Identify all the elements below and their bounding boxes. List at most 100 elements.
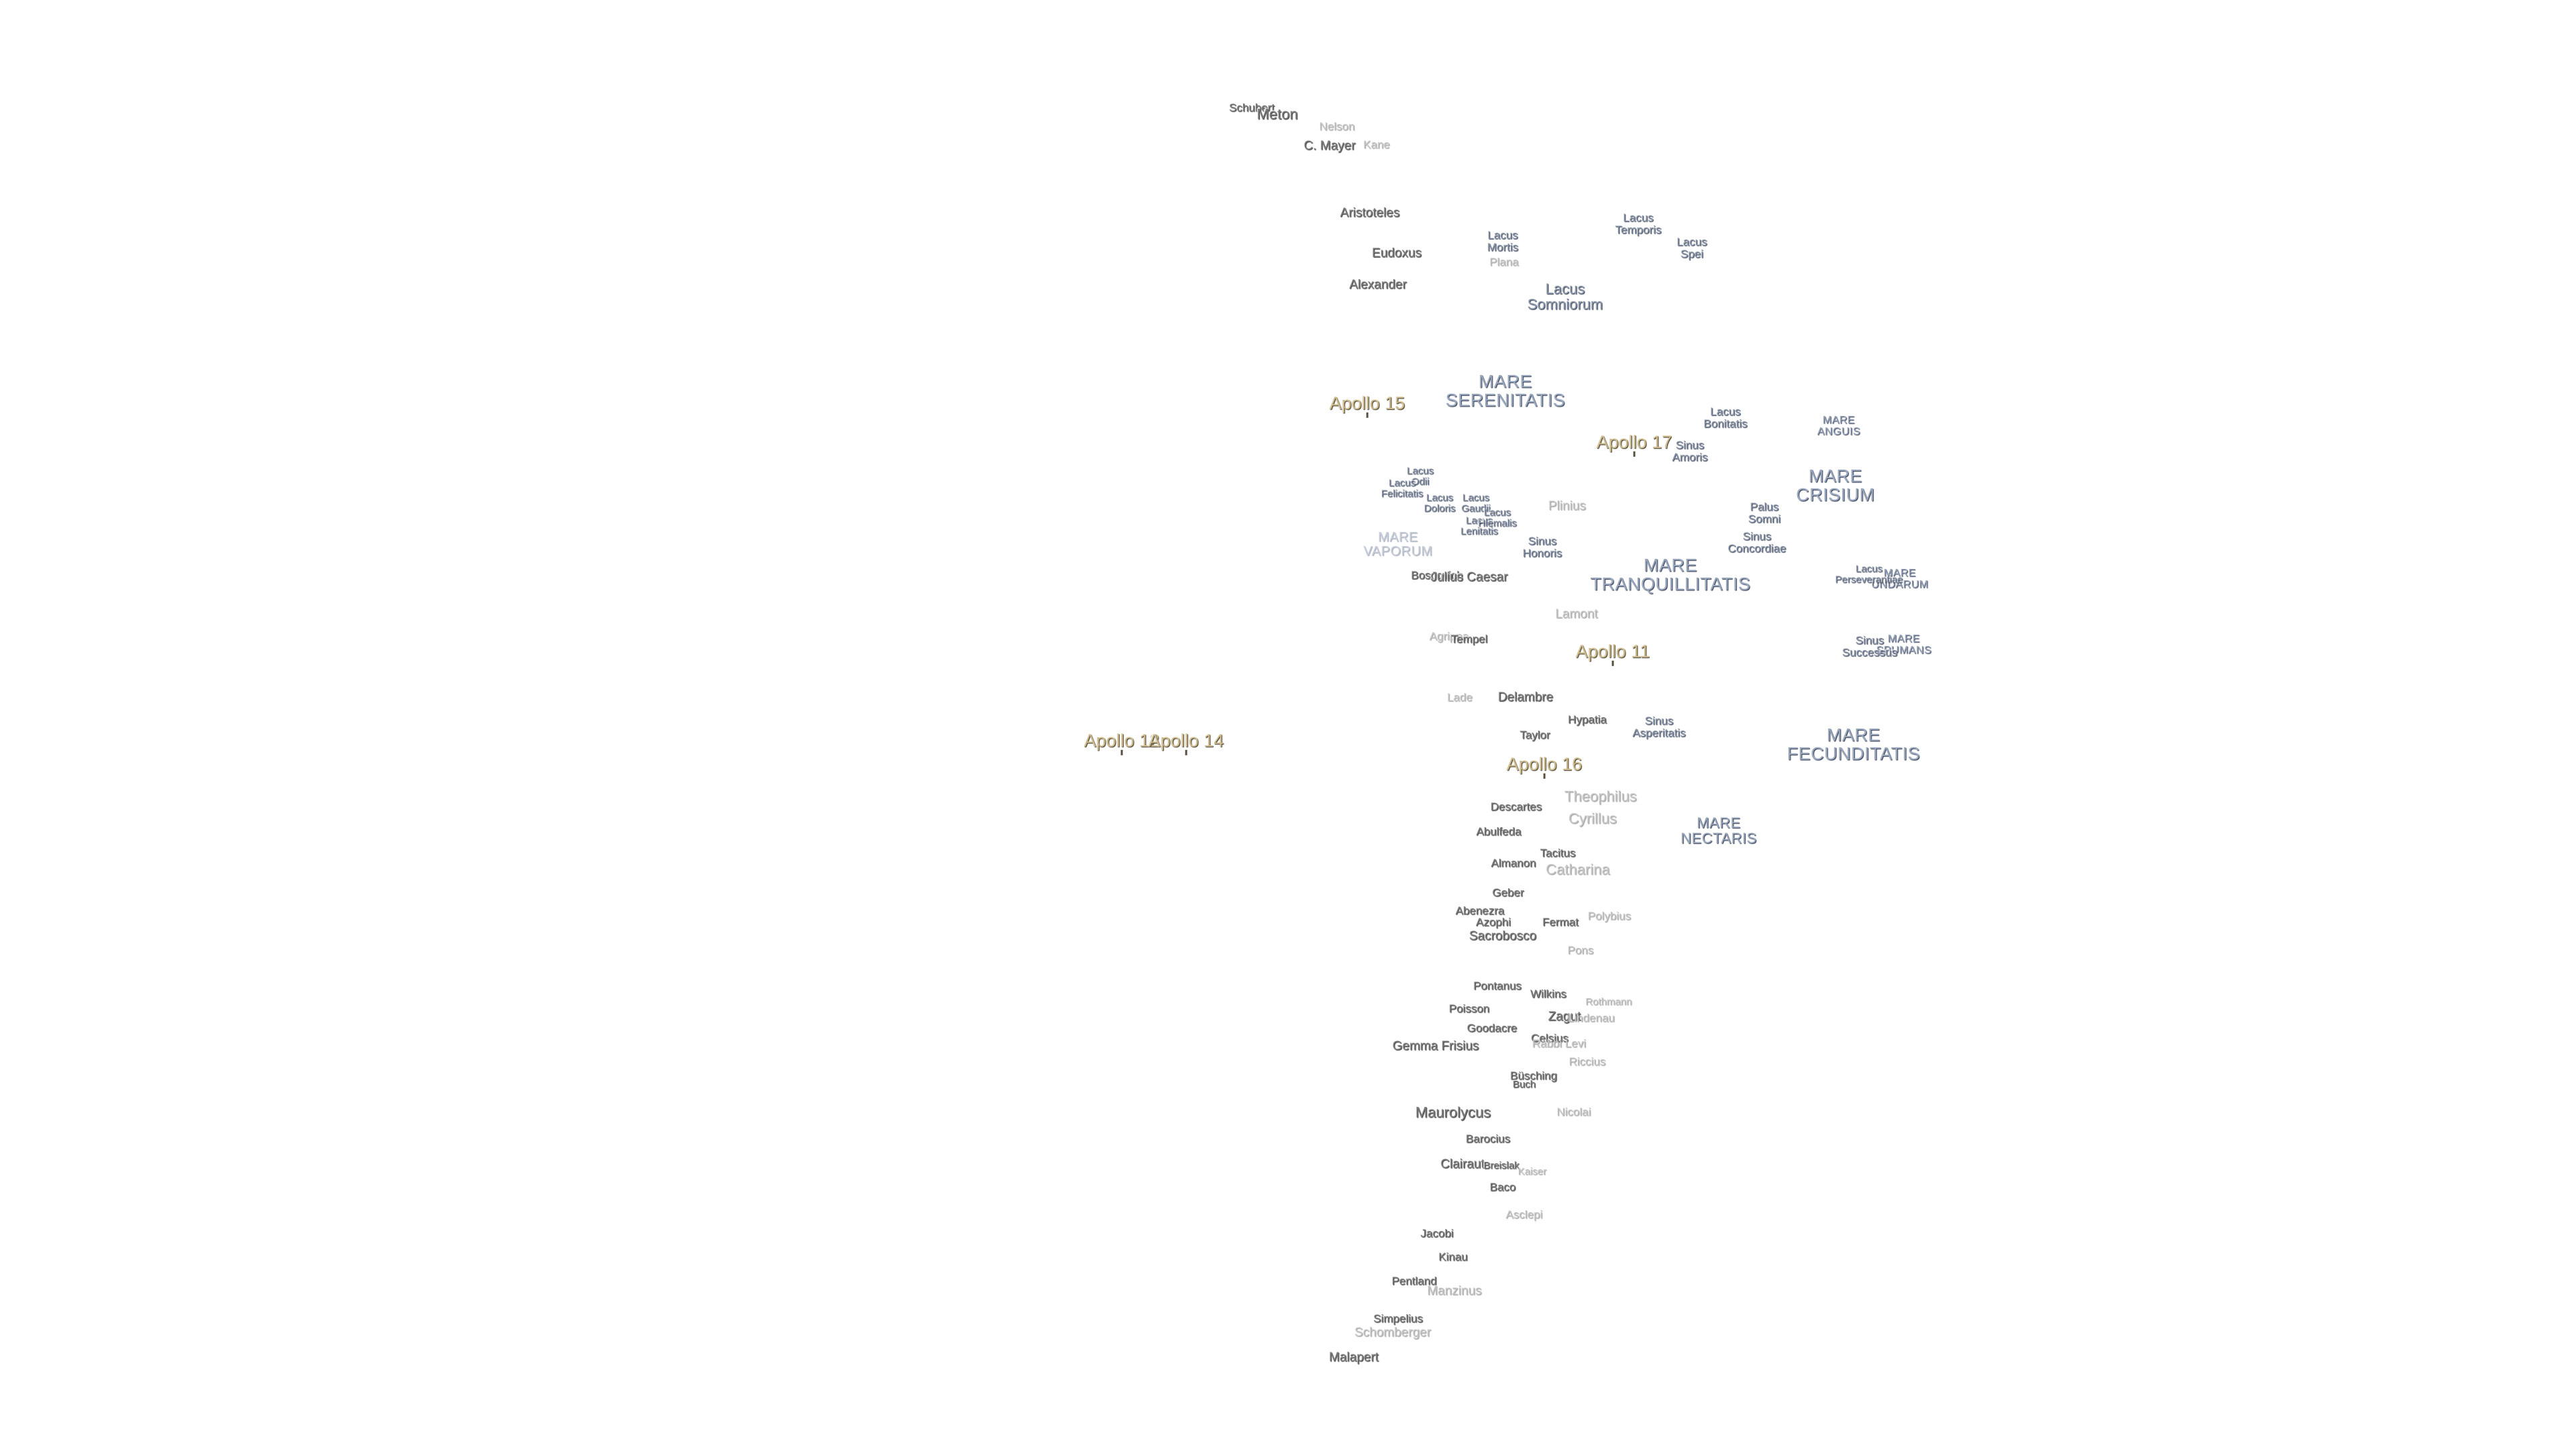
crater-asclepi-label[interactable]: Asclepi [1505, 1208, 1543, 1222]
apollo-14-marker[interactable]: Apollo 14 [1148, 731, 1224, 756]
crater-pontanus-label[interactable]: Pontanus [1473, 979, 1521, 993]
landing-pin-icon [1633, 451, 1635, 458]
crater-schomberger-label[interactable]: Schomberger [1354, 1326, 1432, 1340]
crater-cyrillus-label[interactable]: Cyrillus [1568, 810, 1617, 827]
crater-lamont-label[interactable]: Lamont [1555, 607, 1598, 622]
crater-azophi-label[interactable]: Azophi [1476, 916, 1511, 929]
apollo-12-marker[interactable]: Apollo 12 [1084, 731, 1159, 756]
mare-vaporum-label[interactable]: MARE VAPORUM [1363, 530, 1433, 559]
crater-plinius-label[interactable]: Plinius [1548, 499, 1586, 514]
lacus-felicitatis-label[interactable]: Lacus Felicitatis [1381, 477, 1424, 499]
crater-zagut-label[interactable]: Zagut [1548, 1010, 1581, 1024]
crater-jacobi-label[interactable]: Jacobi [1420, 1227, 1454, 1240]
crater-poisson-label[interactable]: Poisson [1448, 1002, 1490, 1016]
lacus-lenitatis-label[interactable]: Lacus Lenitatis [1460, 515, 1498, 537]
crater-meton-label[interactable]: Meton [1256, 105, 1298, 123]
crater-julius-caesar-label[interactable]: Julius Caesar [1430, 570, 1508, 585]
crater-pentland-label[interactable]: Pentland [1391, 1275, 1437, 1288]
sinus-amoris-label[interactable]: Sinus Amoris [1672, 439, 1708, 464]
crater-simpelius-label[interactable]: Simpelius [1373, 1312, 1423, 1326]
mare-spumans-label[interactable]: MARE SPUMANS [1876, 633, 1932, 656]
crater-baco-label[interactable]: Baco [1489, 1181, 1516, 1194]
lacus-bonitatis-label[interactable]: Lacus Bonitatis [1703, 405, 1748, 430]
crater-wilkins-label[interactable]: Wilkins [1530, 987, 1566, 1001]
crater-breislak-label[interactable]: Breislak [1483, 1160, 1519, 1172]
crater-alexander-label[interactable]: Alexander [1349, 278, 1407, 292]
lacus-doloris-label[interactable]: Lacus Doloris [1424, 492, 1456, 514]
crater-abenezra-label[interactable]: Abenezra [1455, 904, 1505, 918]
crater-agrippa-label[interactable]: Agrippa [1429, 630, 1469, 643]
lacus-perseverantiae-label[interactable]: Lacus Perseverantiae [1835, 563, 1903, 585]
lacus-odii-label[interactable]: Lacus Odii [1406, 465, 1434, 487]
apollo-17-marker[interactable]: Apollo 17 [1597, 433, 1672, 458]
landing-pin-icon [1611, 661, 1614, 667]
apollo-11-marker[interactable]: Apollo 11 [1576, 642, 1650, 667]
crater-rabbi-levi-label[interactable]: Rabbi Levi [1532, 1037, 1587, 1051]
mare-anguis-label[interactable]: MARE ANGUIS [1817, 415, 1861, 437]
crater-abulfeda-label[interactable]: Abulfeda [1476, 825, 1521, 839]
palus-somni-label[interactable]: Palus Somni [1748, 500, 1781, 525]
crater-kane-label[interactable]: Kane [1363, 138, 1390, 152]
crater-sacrobosco-label[interactable]: Sacrobosco [1468, 929, 1537, 944]
crater-rothmann-label[interactable]: Rothmann [1585, 996, 1632, 1008]
crater-goodacre-label[interactable]: Goodacre [1466, 1022, 1517, 1035]
crater-eudoxus-label[interactable]: Eudoxus [1372, 246, 1421, 261]
crater-lade-label[interactable]: Lade [1447, 691, 1472, 704]
landing-pin-icon [1366, 413, 1368, 419]
crater-fermat-label[interactable]: Fermat [1542, 916, 1578, 929]
crater-celsius-label[interactable]: Celsius [1531, 1032, 1568, 1045]
crater-plana-label[interactable]: Plana [1489, 256, 1519, 269]
crater-polybius-label[interactable]: Polybius [1587, 910, 1631, 923]
crater-schubert-label[interactable]: Schubert [1228, 101, 1275, 115]
sinus-concordiae-label[interactable]: Sinus Concordiae [1727, 530, 1786, 555]
crater-buch-label[interactable]: Buch [1512, 1079, 1536, 1091]
mare-tranquillitatis-label[interactable]: MARE TRANQUILLITATIS [1590, 555, 1751, 594]
crater-kaiser-label[interactable]: Kaiser [1517, 1166, 1547, 1178]
crater-geber-label[interactable]: Geber [1492, 886, 1524, 900]
crater-theophilus-label[interactable]: Theophilus [1564, 788, 1637, 805]
apollo-16-marker[interactable]: Apollo 16 [1507, 755, 1582, 780]
sinus-honoris-label[interactable]: Sinus Honoris [1522, 535, 1562, 559]
crater-aristoteles-label[interactable]: Aristoteles [1340, 206, 1400, 221]
crater-lindenau-label[interactable]: Lindenau [1568, 1012, 1615, 1025]
mare-serenitatis-label[interactable]: MARE SERENITATIS [1445, 371, 1566, 411]
crater-clairaut-label[interactable]: Clairaut [1440, 1157, 1485, 1172]
lacus-spei-label[interactable]: Lacus Spei [1676, 235, 1707, 260]
sinus-asperitatis-label[interactable]: Sinus Asperitatis [1632, 714, 1686, 739]
landing-pin-icon [1120, 750, 1123, 756]
mare-fecunditatis-label[interactable]: MARE FECUNDITATIS [1786, 724, 1921, 764]
lacus-gaudii-label[interactable]: Lacus Gaudii [1461, 492, 1491, 514]
apollo-15-marker[interactable]: Apollo 15 [1330, 394, 1405, 419]
crater-riccius-label[interactable]: Riccius [1568, 1055, 1606, 1069]
crater-gemma-frisius-label[interactable]: Gemma Frisius [1392, 1039, 1479, 1054]
lacus-temporis-label[interactable]: Lacus Temporis [1615, 211, 1662, 236]
lacus-mortis-label[interactable]: Lacus Mortis [1487, 229, 1519, 254]
crater-boscovich-label[interactable]: Boscovich [1411, 569, 1463, 582]
mare-crisium-label[interactable]: MARE CRISIUM [1796, 466, 1875, 505]
mare-undarum-label[interactable]: MARE UNDARUM [1871, 568, 1929, 590]
lacus-hiemalis-label[interactable]: Lacus Hiemalis [1478, 506, 1517, 529]
crater-nelson-label[interactable]: Nelson [1319, 120, 1355, 133]
crater-tacitus-label[interactable]: Tacitus [1540, 847, 1576, 860]
lacus-somniorum-label[interactable]: Lacus Somniorum [1527, 280, 1603, 313]
crater-descartes-label[interactable]: Descartes [1490, 800, 1542, 814]
crater-pons-label[interactable]: Pons [1567, 944, 1594, 957]
crater-manzinus-label[interactable]: Manzinus [1427, 1284, 1482, 1299]
crater-taylor-label[interactable]: Taylor [1519, 729, 1550, 742]
mare-nectaris-label[interactable]: MARE NECTARIS [1680, 814, 1757, 847]
crater-malapert-label[interactable]: Malapert [1329, 1350, 1379, 1365]
crater-c-mayer-label[interactable]: C. Mayer [1303, 139, 1356, 154]
crater-kinau-label[interactable]: Kinau [1438, 1250, 1468, 1264]
crater-nicolai-label[interactable]: Nicolai [1556, 1106, 1591, 1119]
crater-almanon-label[interactable]: Almanon [1491, 857, 1536, 870]
crater-barocius-label[interactable]: Barocius [1465, 1132, 1511, 1146]
crater-busching-label[interactable]: Büsching [1510, 1069, 1557, 1083]
crater-delambre-label[interactable]: Delambre [1497, 690, 1554, 705]
crater-tempel-label[interactable]: Tempel [1450, 633, 1488, 646]
crater-catharina-label[interactable]: Catharina [1546, 861, 1610, 878]
landing-pin-icon [1185, 750, 1187, 756]
crater-hypatia-label[interactable]: Hypatia [1568, 713, 1607, 727]
sinus-successus-label[interactable]: Sinus Successus [1841, 634, 1898, 659]
crater-maurolycus-label[interactable]: Maurolycus [1415, 1104, 1491, 1121]
